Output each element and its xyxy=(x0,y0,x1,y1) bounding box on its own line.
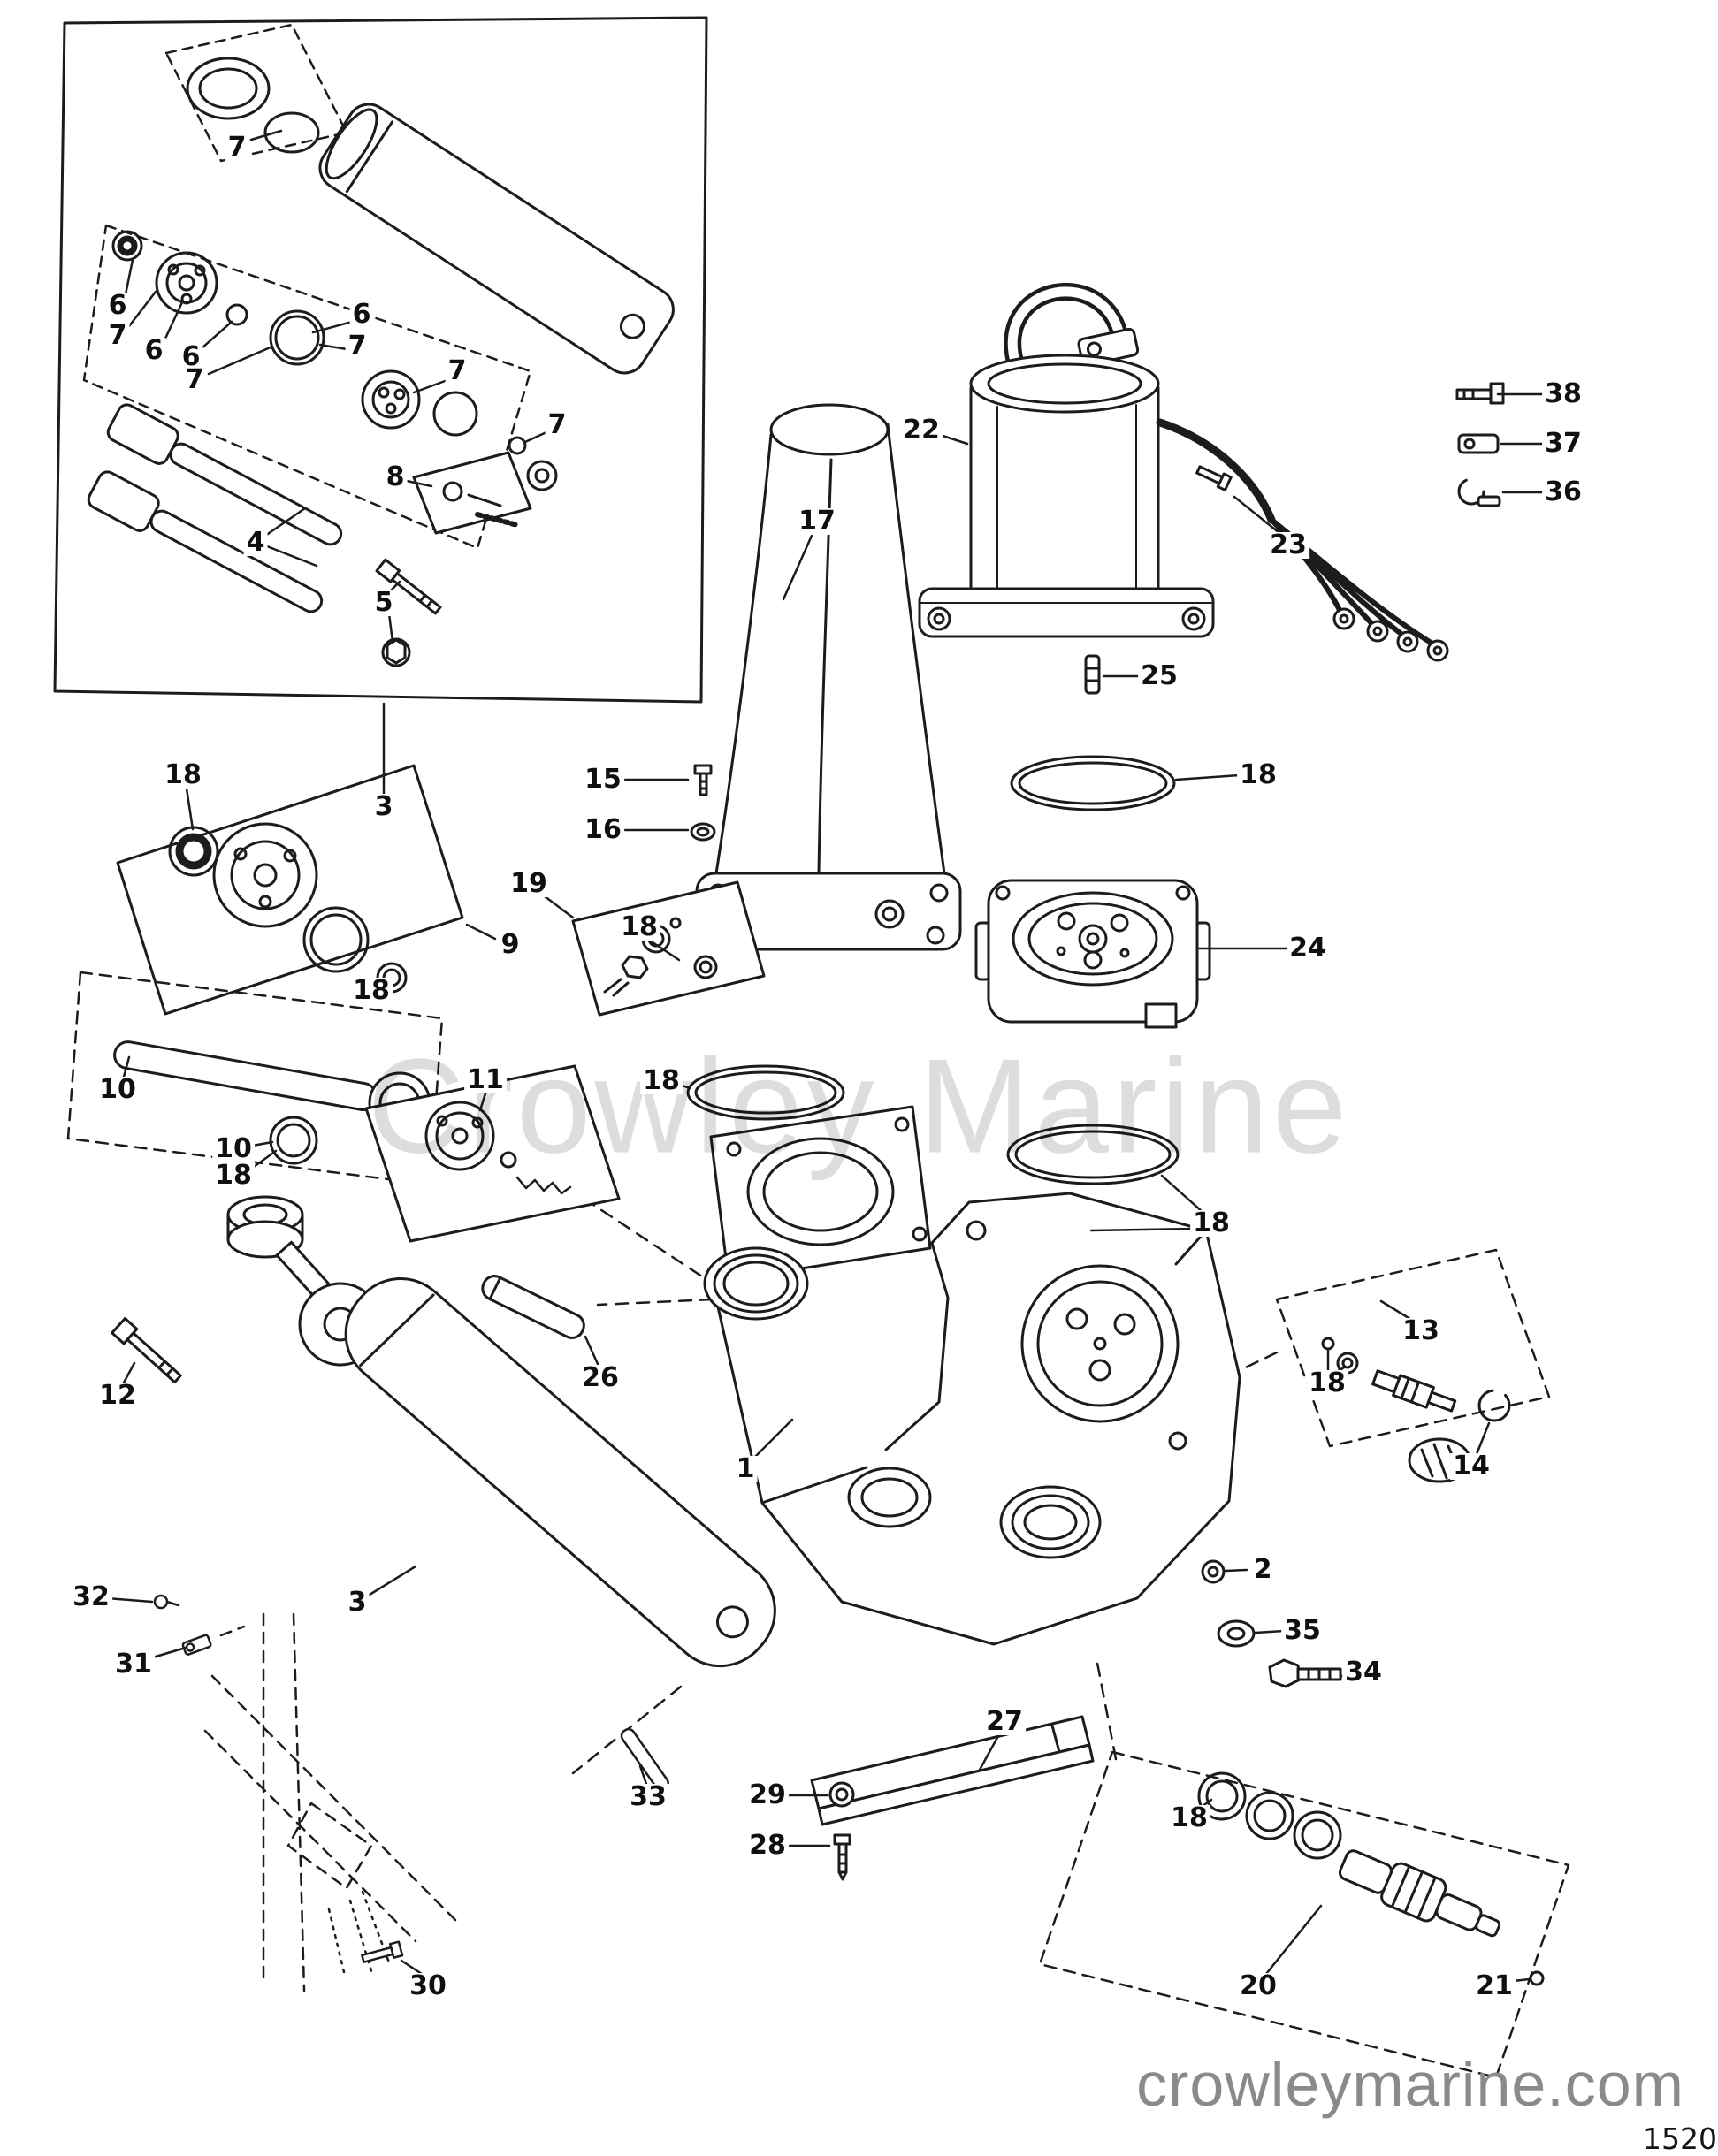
trim-cylinder-3 xyxy=(111,1195,776,1668)
callout-33-26: 33 xyxy=(627,1784,669,1810)
piston-plate-9 xyxy=(116,764,464,1016)
callout-32-24: 32 xyxy=(70,1584,112,1611)
callout-16-30: 16 xyxy=(582,817,624,843)
callout-37-38: 37 xyxy=(1542,430,1584,457)
callout-8-10: 8 xyxy=(383,464,408,491)
callout-18-14: 18 xyxy=(162,762,204,789)
manifold-1 xyxy=(481,1105,1551,1688)
callout-27-50: 27 xyxy=(983,1709,1026,1735)
inset-detail-box xyxy=(53,16,708,704)
drawing-number: 15201 xyxy=(1643,2122,1718,2156)
motor-assembly-22 xyxy=(918,282,1505,695)
callout-18-16: 18 xyxy=(350,978,393,1004)
callout-34-49: 34 xyxy=(1342,1659,1385,1686)
callout-31-25: 31 xyxy=(112,1651,155,1678)
callout-4-11: 4 xyxy=(243,529,268,556)
callout-2-47: 2 xyxy=(1250,1557,1275,1583)
callout-1-34: 1 xyxy=(733,1456,758,1482)
callout-30-27: 30 xyxy=(407,1973,449,2000)
callout-38-37: 38 xyxy=(1542,381,1584,408)
callout-18-43: 18 xyxy=(1190,1210,1233,1237)
callout-21-55: 21 xyxy=(1473,1973,1516,2000)
callout-26-22: 26 xyxy=(579,1365,622,1391)
callout-6-6: 6 xyxy=(349,301,374,328)
callout-35-48: 35 xyxy=(1281,1618,1324,1644)
callout-18-45: 18 xyxy=(1306,1370,1348,1397)
callout-3-13: 3 xyxy=(371,794,396,820)
callout-24-42: 24 xyxy=(1287,935,1329,962)
callout-22-35: 22 xyxy=(900,417,943,444)
callout-15-29: 15 xyxy=(582,766,624,793)
callout-10-17: 10 xyxy=(96,1077,139,1103)
callout-36-39: 36 xyxy=(1542,479,1584,506)
callout-7-5: 7 xyxy=(182,367,207,393)
callout-14-46: 14 xyxy=(1450,1453,1493,1480)
callout-6-1: 6 xyxy=(105,293,130,319)
callout-7-8: 7 xyxy=(445,358,470,385)
website-credit: crowleymarine.com xyxy=(1136,2050,1684,2119)
callout-25-40: 25 xyxy=(1138,663,1180,689)
callout-12-21: 12 xyxy=(96,1383,139,1409)
callout-9-15: 9 xyxy=(498,932,523,958)
callout-6-4: 6 xyxy=(179,344,203,370)
callout-18-41: 18 xyxy=(1237,762,1279,789)
callout-29-51: 29 xyxy=(746,1782,789,1809)
callout-13-44: 13 xyxy=(1400,1318,1442,1345)
transom-bracket-ghost xyxy=(153,1594,669,1992)
callout-3-23: 3 xyxy=(345,1589,370,1616)
callout-18-32: 18 xyxy=(618,914,660,941)
reservoir-cover-17 xyxy=(571,403,962,1121)
callout-19-31: 19 xyxy=(508,871,550,897)
callout-6-3: 6 xyxy=(141,338,166,364)
pump-adapter-24 xyxy=(974,755,1211,1247)
valve-kit-20 xyxy=(1038,1750,1570,2079)
anode-plate-27 xyxy=(810,1715,1095,1881)
callout-18-33: 18 xyxy=(640,1068,683,1094)
callout-20-54: 20 xyxy=(1237,1973,1279,2000)
callout-7-9: 7 xyxy=(545,412,569,438)
callout-18-19: 18 xyxy=(212,1162,255,1189)
callout-28-52: 28 xyxy=(746,1832,789,1859)
callout-10-18: 10 xyxy=(212,1136,255,1162)
callout-23-36: 23 xyxy=(1267,532,1309,559)
watermark-text: Crowley Marine xyxy=(367,1031,1351,1182)
callout-18-53: 18 xyxy=(1168,1805,1210,1832)
callout-17-28: 17 xyxy=(796,508,838,535)
callout-7-0: 7 xyxy=(225,134,249,161)
callout-5-12: 5 xyxy=(371,590,396,616)
callout-11-20: 11 xyxy=(464,1067,507,1093)
callout-7-7: 7 xyxy=(345,333,370,360)
callout-7-2: 7 xyxy=(105,323,130,349)
